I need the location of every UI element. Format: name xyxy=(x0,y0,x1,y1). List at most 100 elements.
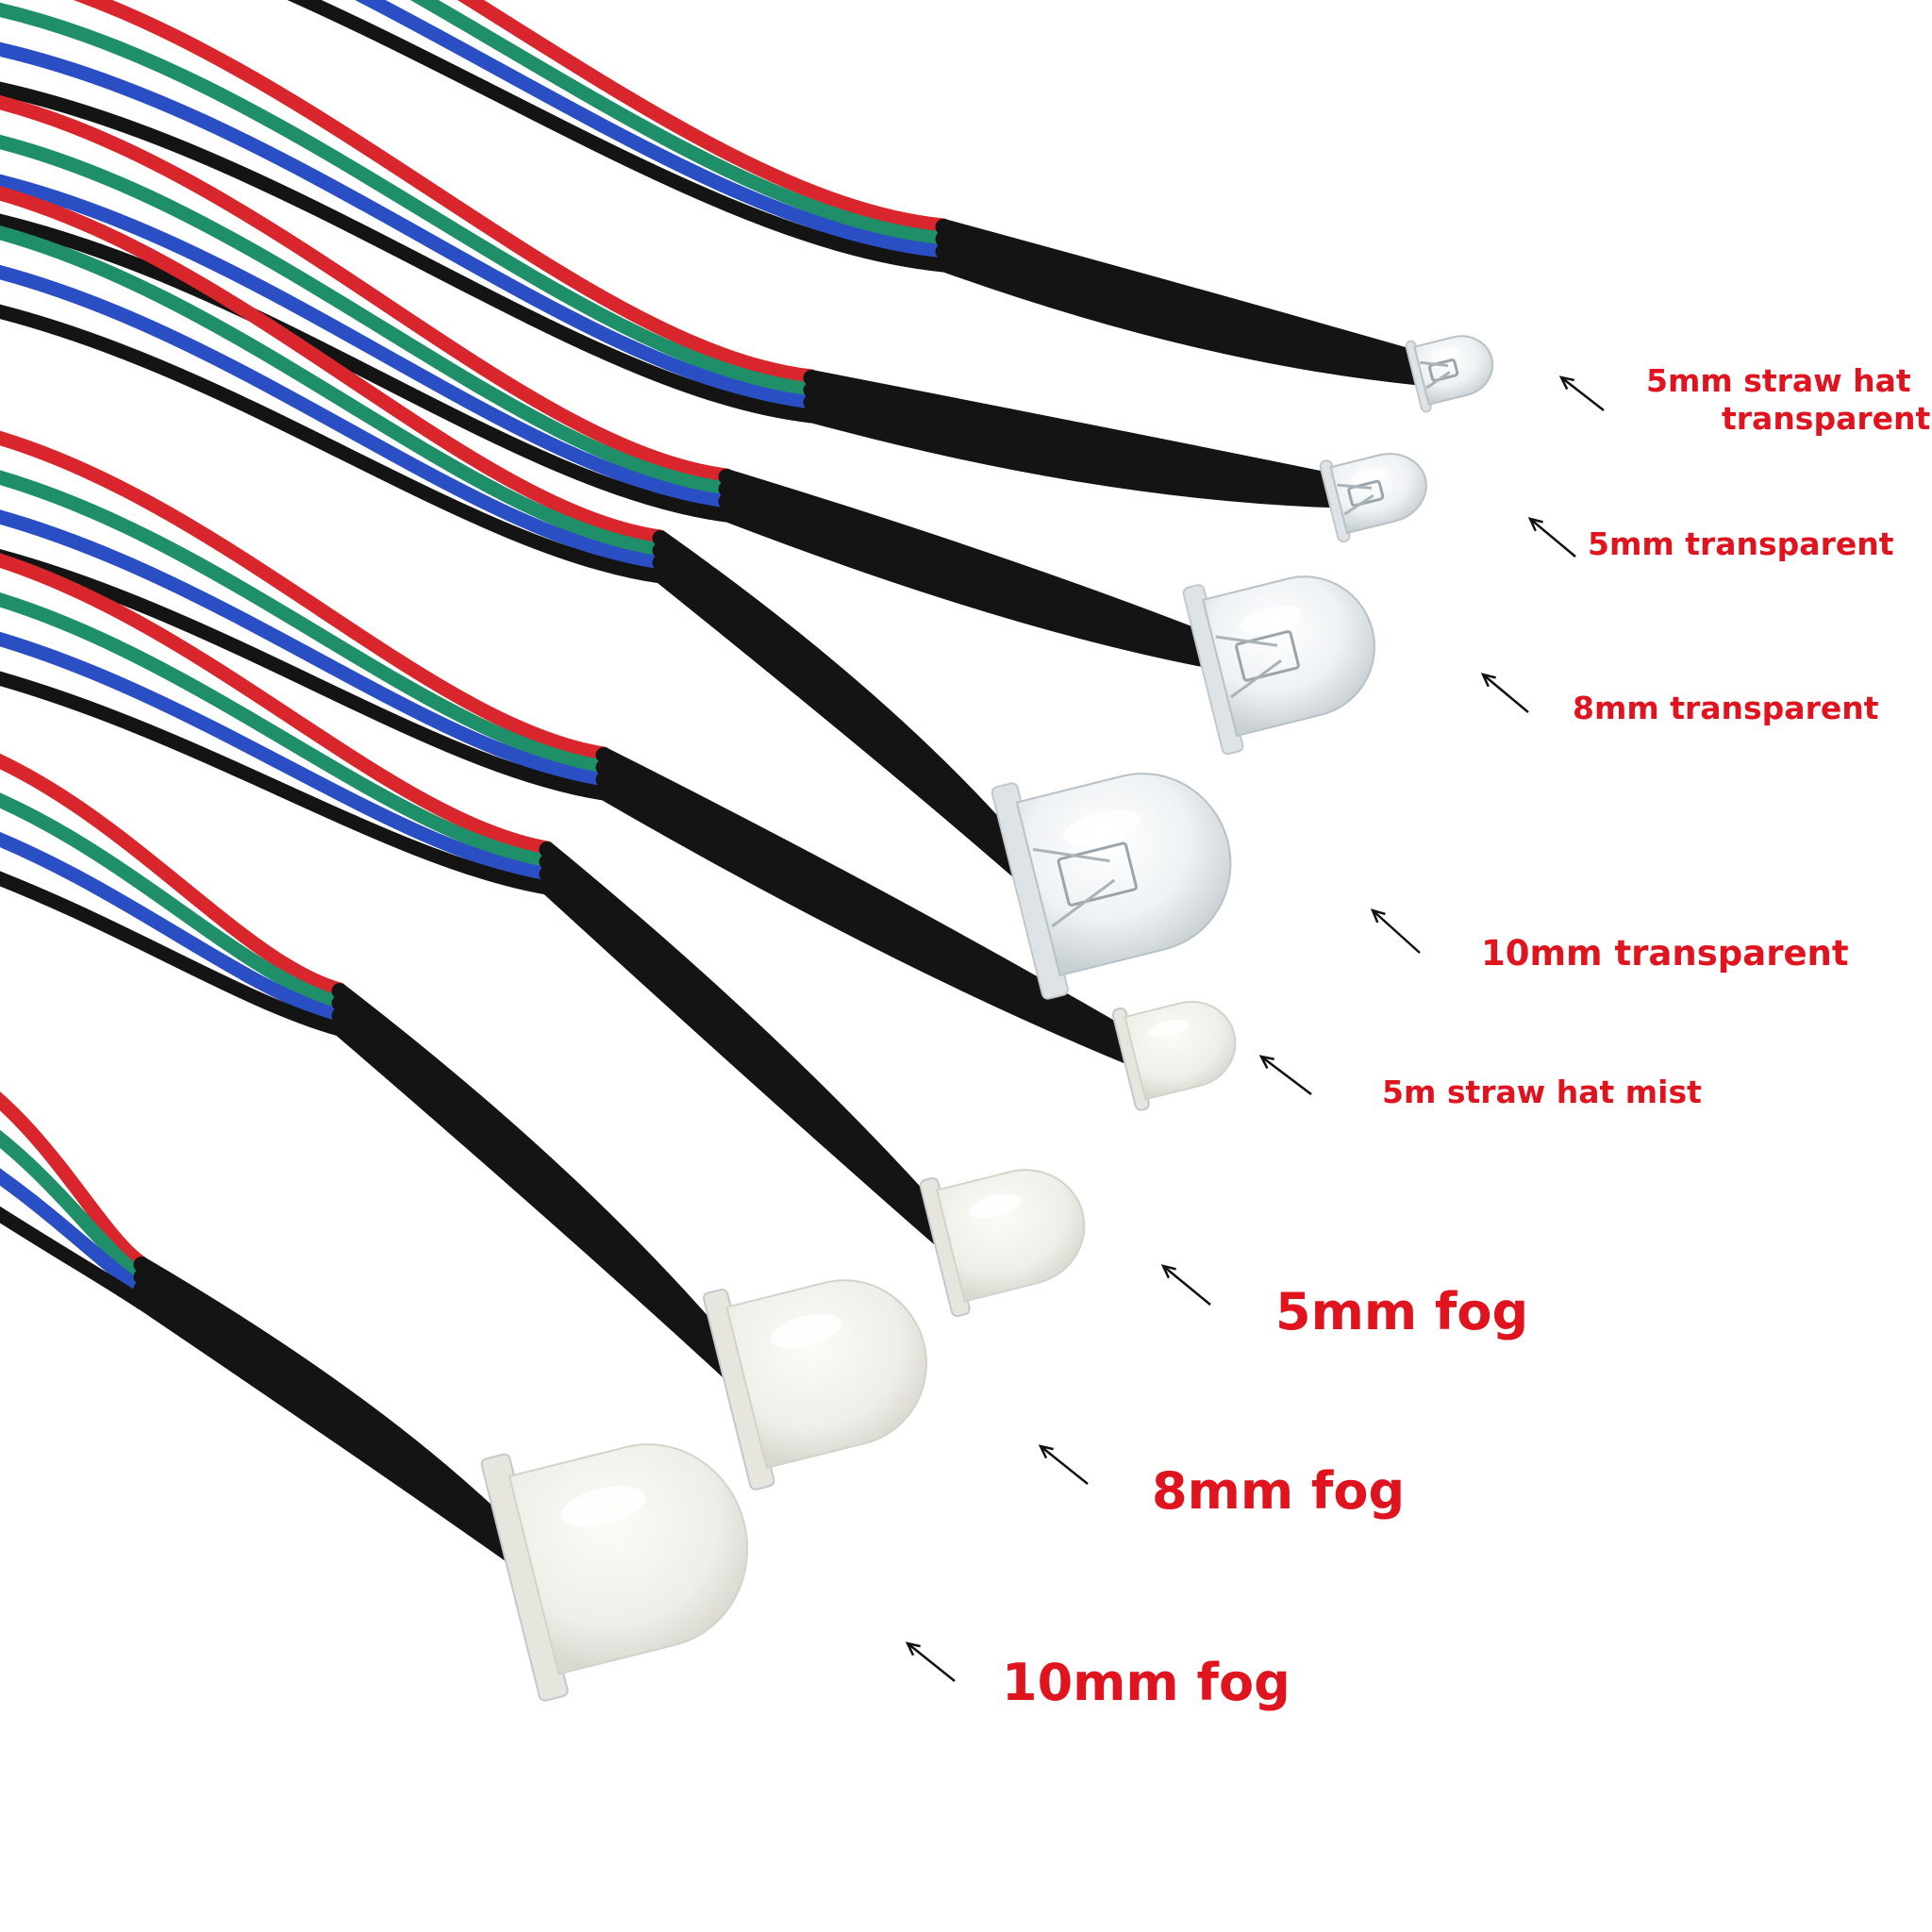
led-leads xyxy=(1420,360,1451,390)
black-sheath-wire xyxy=(595,772,1137,1058)
colored-wire xyxy=(0,134,734,496)
pointer-arrow-head xyxy=(905,1641,921,1657)
label-10mm-fog: 10mm fog xyxy=(1002,1653,1291,1712)
pointer-arrow-line xyxy=(907,1642,956,1682)
wire-harnesses xyxy=(0,0,1425,1570)
led-highlight xyxy=(1240,605,1302,635)
black-sheath-wire xyxy=(718,481,1218,657)
black-sheath-wire xyxy=(935,231,1425,374)
colored-wire xyxy=(0,631,555,882)
pointer-arrow-line xyxy=(1560,376,1605,411)
led-highlight xyxy=(770,1314,841,1348)
led-die xyxy=(1057,841,1138,907)
led-dome xyxy=(508,1443,749,1675)
led-die xyxy=(1235,630,1300,682)
pointer-arrow-line xyxy=(1482,674,1529,713)
black-sheath-wire xyxy=(803,407,1341,508)
led-bulbs xyxy=(480,335,1494,1702)
pointer-arrow-head xyxy=(1160,1264,1176,1279)
colored-wire xyxy=(355,0,951,259)
colored-wire xyxy=(0,1129,149,1284)
led-highlight xyxy=(1351,468,1387,483)
led-5mm-fog xyxy=(919,1169,1086,1318)
black-sheath-wire xyxy=(595,759,1137,1053)
colored-wire xyxy=(0,1091,149,1271)
led-dome xyxy=(1413,335,1494,407)
led-die xyxy=(1347,479,1385,508)
colored-wire xyxy=(0,509,611,788)
colored-wire xyxy=(0,549,611,801)
pointer-arrow-head xyxy=(1370,908,1386,924)
pointer-arrow-head xyxy=(1038,1444,1054,1459)
black-sheath-wire xyxy=(133,1293,527,1570)
colored-wire xyxy=(0,304,668,584)
led-10mm-fog xyxy=(480,1443,749,1702)
led-dome xyxy=(1202,575,1375,738)
led-5mm-straw-hat-transparent xyxy=(1405,335,1494,413)
led-leads xyxy=(1337,483,1374,516)
colored-wire xyxy=(0,81,819,424)
colored-wire xyxy=(0,2,819,397)
black-sheath-wire xyxy=(718,506,1218,669)
led-leads xyxy=(1215,635,1282,699)
led-highlight xyxy=(561,1486,646,1527)
colored-wire xyxy=(0,553,555,856)
led-dome xyxy=(725,1279,927,1470)
led-highlight xyxy=(1148,1019,1189,1038)
led-dome xyxy=(935,1169,1086,1303)
colored-wire xyxy=(0,94,734,483)
pointer-arrow-head xyxy=(1558,375,1574,391)
colored-wire xyxy=(0,753,347,997)
led-highlight xyxy=(1063,809,1141,847)
pointer-arrow-line xyxy=(1260,1056,1312,1095)
black-sheath-wire xyxy=(935,256,1425,386)
black-sheath-wire xyxy=(803,382,1341,496)
black-sheath-wire xyxy=(718,469,1218,650)
led-leads xyxy=(1032,847,1116,928)
black-sheath-wire xyxy=(331,1020,742,1386)
black-sheath-wire xyxy=(803,370,1341,490)
led-8mm-transparent xyxy=(1182,575,1375,756)
led-dome xyxy=(1329,453,1427,535)
colored-wire xyxy=(0,174,734,509)
colored-wire xyxy=(0,1168,149,1297)
led-highlight xyxy=(968,1193,1023,1218)
colored-wire xyxy=(0,225,668,558)
led-8mm-fog xyxy=(703,1279,927,1491)
colored-wire xyxy=(0,42,819,410)
led-dome xyxy=(1124,1000,1237,1101)
black-sheath-wire xyxy=(803,394,1341,502)
colored-wire xyxy=(457,0,951,233)
led-5m-straw-hat-mist xyxy=(1111,1000,1237,1111)
pointer-arrow-line xyxy=(1162,1265,1211,1306)
black-sheath-wire xyxy=(935,243,1425,379)
colored-wire xyxy=(0,792,347,1010)
colored-wire xyxy=(0,186,668,544)
led-highlight xyxy=(1431,348,1460,361)
colored-wire xyxy=(0,1206,149,1310)
led-die xyxy=(1428,358,1459,382)
label-8mm-transparent: 8mm transparent xyxy=(1573,690,1879,726)
black-sheath-wire xyxy=(718,493,1218,662)
colored-wire xyxy=(0,831,347,1024)
black-sheath-wire xyxy=(539,878,950,1249)
pointer-arrow-head xyxy=(1480,673,1496,688)
label-8mm-fog: 8mm fog xyxy=(1152,1461,1406,1521)
pointer-arrow-head xyxy=(1527,517,1543,532)
pointer-arrow-line xyxy=(1529,518,1576,558)
black-sheath-wire xyxy=(595,784,1137,1065)
colored-wire xyxy=(0,671,555,895)
colored-wire xyxy=(0,470,611,774)
colored-wire xyxy=(409,0,951,246)
colored-wire xyxy=(287,0,951,273)
colored-wire xyxy=(73,0,819,384)
pointer-arrow-line xyxy=(1040,1445,1089,1485)
pointer-arrows xyxy=(905,375,1605,1682)
colored-wire xyxy=(0,213,734,523)
led-5mm-transparent xyxy=(1319,453,1427,543)
pointer-arrow-head xyxy=(1258,1055,1274,1070)
colored-wire xyxy=(0,871,347,1037)
colored-wire xyxy=(0,430,611,761)
